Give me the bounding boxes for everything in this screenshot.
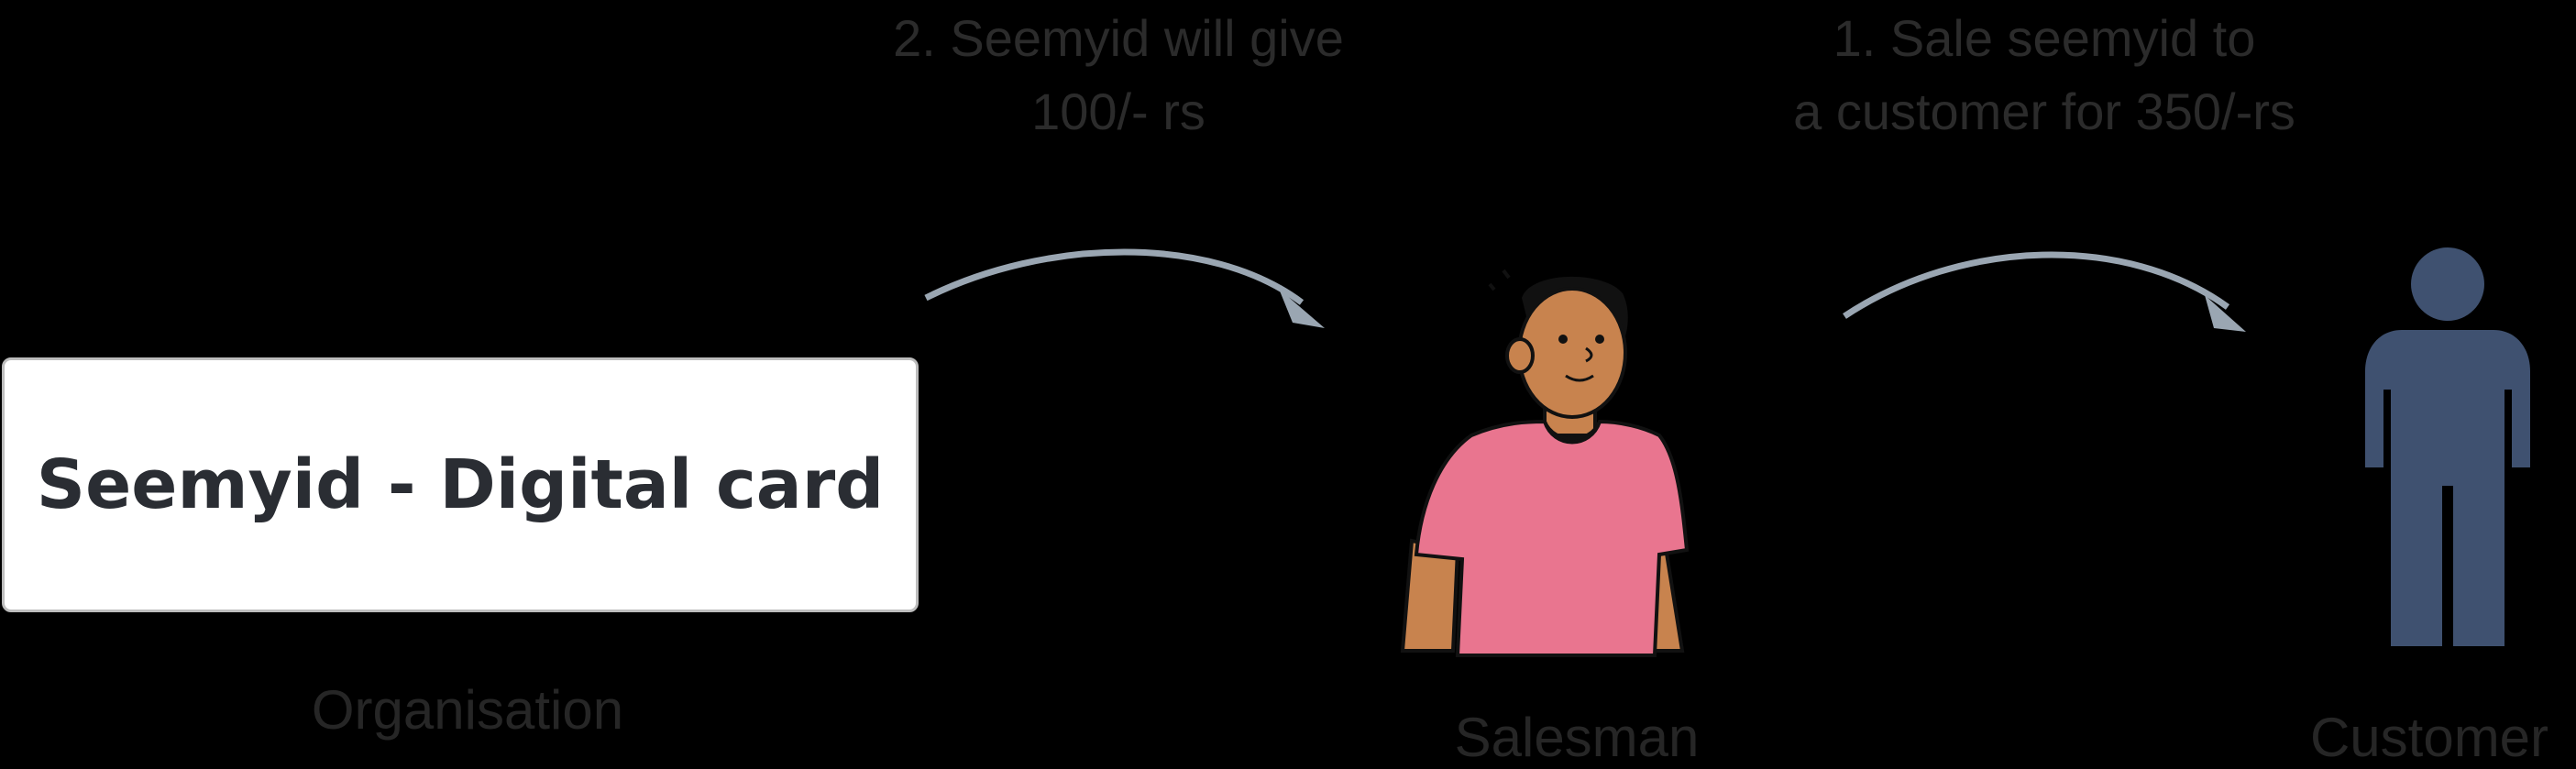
arrow-org-to-salesman-head [1279,289,1325,328]
arrow-org-to-salesman-curve [924,248,1305,305]
salesman-nose [1585,346,1593,363]
salesman-collar [1543,421,1602,445]
customer-caption: Customer [2309,707,2549,768]
step-2-line-2: 100/- rs [1031,82,1205,140]
salesman-caption: Salesman [1454,707,1700,768]
arrow-org-to-salesman [924,248,1325,328]
step-1-line-2: a customer for 350/-rs [1793,82,2295,140]
arrow-salesman-to-customer-head [2205,295,2246,332]
salesman-ear [1505,337,1535,374]
salesman-shirt [1414,419,1690,657]
organisation-caption: Organisation [311,679,624,741]
arrow-salesman-to-customer-curve [1843,251,2230,319]
step-1-label: 1. Sale seemyid to a customer for 350/-r… [1668,2,2420,148]
salesman-head [1517,287,1627,419]
step-2-line-1: 2. Seemyid will give [893,9,1344,67]
arrow-salesman-to-customer [1843,251,2246,332]
customer-person-icon [2365,247,2530,646]
salesman-mark-2 [1488,282,1496,291]
salesman-smile [1565,374,1594,382]
organisation-card: Seemyid - Digital card [2,357,919,612]
salesman-illustration [1400,269,1690,657]
organisation-card-title: Seemyid - Digital card [36,445,885,524]
customer-head [2411,247,2484,321]
step-2-label: 2. Seemyid will give 100/- rs [788,2,1448,148]
salesman-eye-left [1558,335,1568,344]
customer-body [2365,330,2530,646]
salesman-eye-right [1595,335,1604,344]
step-1-line-1: 1. Sale seemyid to [1833,9,2256,67]
salesman-mark-1 [1502,269,1511,280]
